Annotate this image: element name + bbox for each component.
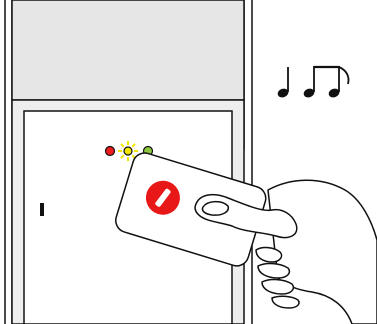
upper-panel: [12, 0, 244, 100]
led-red: [106, 147, 115, 156]
led-yellow: [124, 147, 132, 155]
finger-3: [262, 280, 293, 294]
thumbnail: [202, 202, 228, 216]
reader-slot: [40, 203, 44, 216]
finger-4: [272, 296, 299, 308]
finger-2: [258, 264, 289, 278]
quarter-note-icon: [276, 67, 289, 99]
beamed-eighth-notes-icon: [302, 66, 348, 99]
